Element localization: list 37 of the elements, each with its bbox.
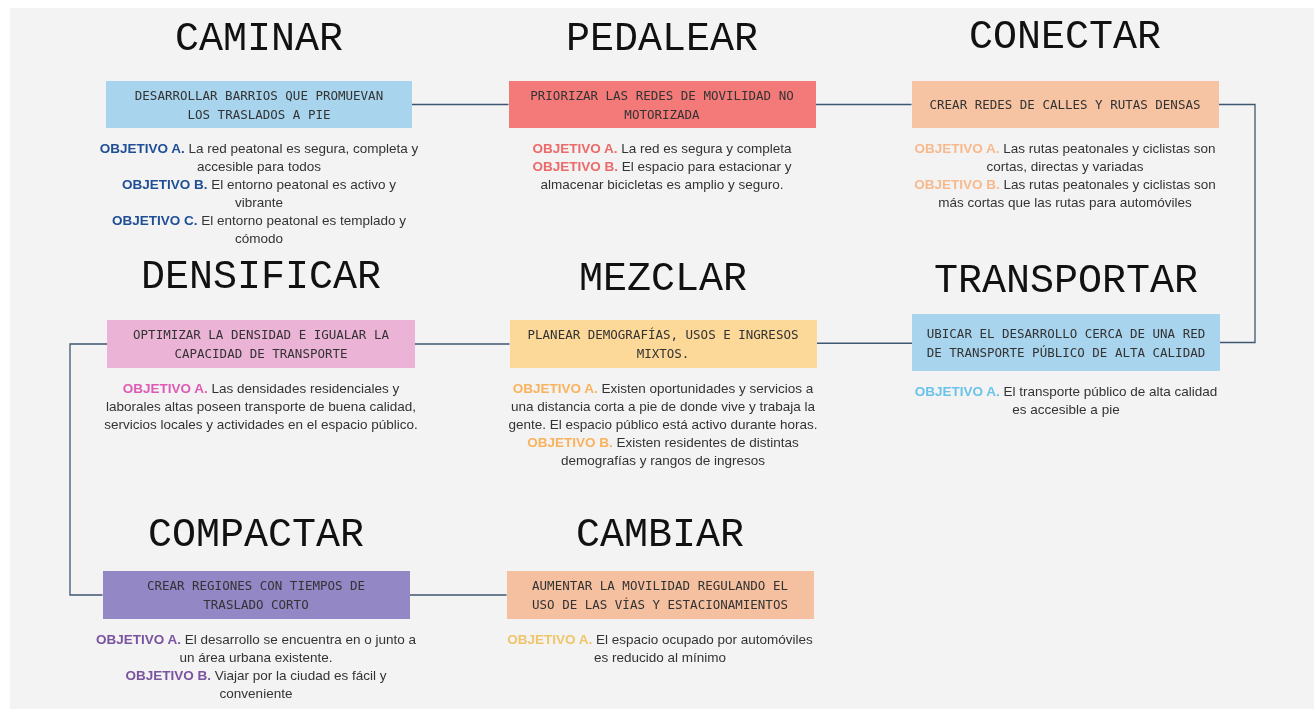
goal-box: UBICAR EL DESARROLLO CERCA DE UNA RED DE TRANSPORTE PÚBLICO DE ALTA CALIDAD <box>912 314 1220 371</box>
goal-box: OPTIMIZAR LA DENSIDAD E IGUALAR LA CAPACIDAD DE TRANSPORTE <box>107 320 415 368</box>
connector-line <box>414 343 511 345</box>
goal-box: CREAR REGIONES CON TIEMPOS DE TRASLADO CORTO <box>102 571 410 619</box>
objective-text: OBJETIVO B. El espacio para estacionar y almacenar bicicletas es amplio y seguro. <box>531 158 793 194</box>
objective-text: OBJETIVO A. Las densidades residenciales y laborales altas poseen transporte de buena calidad, servicios locales y actividades en el espacio público. <box>103 380 419 434</box>
goal-box: PRIORIZAR LAS REDES DE MOVILIDAD NO MOTORIZADA <box>508 81 816 128</box>
objective-text: OBJETIVO A. Las rutas peatonales y ciclistas son cortas, directas y variadas <box>913 140 1217 176</box>
connector-line <box>411 103 510 106</box>
goal-box: AUMENTAR LA MOVILIDAD REGULANDO EL USO DE LAS VÍAS Y ESTACIONAMIENTOS <box>506 571 814 619</box>
goal-box: DESARROLLAR BARRIOS QUE PROMUEVAN LOS TRASLADOS A PIE <box>106 81 412 128</box>
connector-line <box>814 103 913 106</box>
objective-text: OBJETIVO B. Las rutas peatonales y ciclistas son más cortas que las rutas para automóviles <box>913 176 1217 212</box>
objective-text: OBJETIVO A. La red es segura y completa <box>531 140 793 158</box>
section-heading: COMPACTAR <box>146 512 365 560</box>
objective-text: OBJETIVO C. El entorno peatonal es templado y cómodo <box>110 212 408 248</box>
section-heading: CAMBIAR <box>575 512 745 560</box>
objective-text: OBJETIVO B. Viajar por la ciudad es fácil y conveniente <box>124 667 388 703</box>
section-heading: TRANSPORTAR <box>932 258 1199 306</box>
connector-line <box>69 343 108 596</box>
connector-line <box>408 594 508 596</box>
goal-box: PLANEAR DEMOGRAFÍAS, USOS E INGRESOS MIXTOS. <box>509 320 817 368</box>
section-heading: MEZCLAR <box>578 256 748 304</box>
objective-text: OBJETIVO A. La red peatonal es segura, completa y accesible para todos <box>99 140 419 176</box>
section-heading: CAMINAR <box>174 16 344 64</box>
section-heading: CONECTAR <box>968 14 1162 62</box>
objective-text: OBJETIVO B. El entorno peatonal es activo y vibrante <box>121 176 397 212</box>
goal-box: CREAR REDES DE CALLES Y RUTAS DENSAS <box>911 81 1219 128</box>
connector-line <box>815 342 913 344</box>
objective-text: OBJETIVO A. El espacio ocupado por automóviles es reducido al mínimo <box>506 631 814 667</box>
objective-text: OBJETIVO A. El desarrollo se encuentra en o junto a un área urbana existente. <box>96 631 416 667</box>
connector-line <box>1217 103 1256 344</box>
objective-text: OBJETIVO B. Existen residentes de distintas demografías y rangos de ingresos <box>526 434 800 470</box>
objective-text: OBJETIVO A. Existen oportunidades y servicios a una distancia corta a pie de donde vive y trabaja la gente. El espacio público está activo durante horas. <box>507 380 819 434</box>
section-heading: PEDALEAR <box>565 16 759 64</box>
objective-text: OBJETIVO A. El transporte público de alta calidad es accesible a pie <box>913 383 1219 419</box>
section-heading: DENSIFICAR <box>139 254 382 302</box>
